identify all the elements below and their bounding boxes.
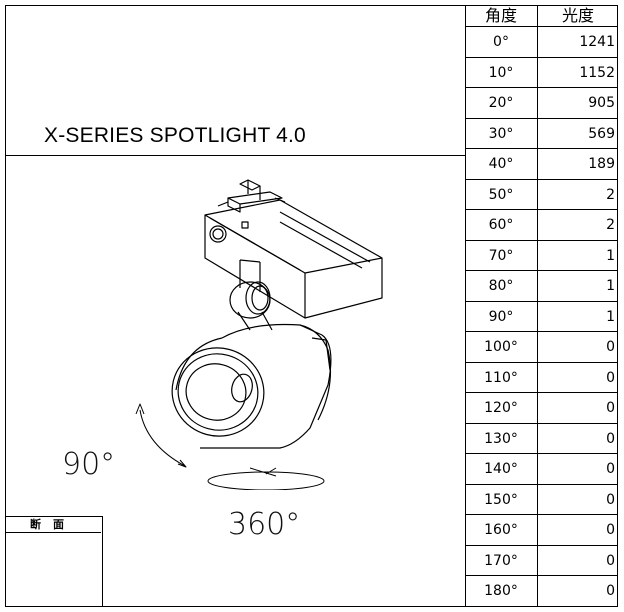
angle-cell: 150° — [484, 491, 518, 508]
adapter-knob — [209, 225, 227, 243]
intensity-cell: 1 — [537, 271, 618, 301]
table-row: 40° 189 — [466, 149, 618, 180]
intensity-cell: 0 — [537, 454, 618, 484]
tilt-label: 90° — [62, 447, 116, 482]
angle-cell: 70° — [488, 247, 514, 264]
intensity-cell: 0 — [537, 393, 618, 423]
table-row: 20° 905 — [466, 88, 618, 119]
table-row: 180° 0 — [466, 576, 618, 607]
header-angle: 角度 — [484, 6, 517, 25]
angle-cell: 170° — [484, 552, 518, 569]
intensity-cell: 0 — [537, 515, 618, 545]
lamp-body — [200, 323, 332, 449]
title-divider — [5, 155, 466, 156]
intensity-cell: 0 — [537, 423, 618, 454]
intensity-cell: 0 — [537, 545, 618, 576]
table-row: 110° 0 — [466, 362, 618, 394]
adapter-body — [204, 199, 383, 319]
table-row: 30° 569 — [466, 118, 618, 150]
intensity-cell: 1152 — [537, 57, 618, 88]
table-row: 0° 1241 — [466, 27, 618, 58]
table-header-row: 角度 光度 — [466, 5, 618, 27]
rotation-ellipse — [207, 471, 325, 490]
intensity-cell: 189 — [537, 149, 618, 179]
intensity-cell: 2 — [537, 210, 618, 240]
intensity-cell: 0 — [537, 484, 618, 515]
table-row: 70° 1 — [466, 240, 618, 272]
angle-cell: 20° — [488, 95, 514, 112]
table-row: 60° 2 — [466, 210, 618, 241]
section-box: 断面 — [5, 516, 103, 607]
angle-cell: 50° — [488, 186, 514, 203]
intensity-cell: 1 — [537, 301, 618, 332]
product-title: X-SERIES SPOTLIGHT 4.0 — [44, 124, 306, 147]
table-row: 100° 0 — [466, 332, 618, 363]
angle-cell: 10° — [488, 64, 514, 81]
drawing-sheet — [5, 5, 618, 607]
table-row: 50° 2 — [466, 179, 618, 211]
lens-ring-outer — [171, 347, 265, 437]
intensity-cell: 2 — [537, 179, 618, 210]
adapter-clip — [239, 179, 261, 191]
angle-cell: 60° — [488, 217, 514, 234]
intensity-cell: 0 — [537, 332, 618, 362]
spotlight-drawing — [135, 179, 383, 490]
angle-cell: 80° — [488, 278, 514, 295]
table-row: 160° 0 — [466, 515, 618, 546]
angle-cell: 110° — [484, 369, 518, 386]
table-row: 170° 0 — [466, 545, 618, 577]
intensity-cell: 0 — [537, 576, 618, 607]
angle-cell: 180° — [484, 583, 518, 600]
lens-ring-inner — [185, 363, 247, 421]
angle-cell: 140° — [484, 461, 518, 478]
table-row: 140° 0 — [466, 454, 618, 485]
table-row: 130° 0 — [466, 423, 618, 455]
angle-cell: 40° — [488, 156, 514, 173]
tilt-arrow — [139, 409, 186, 467]
header-light: 光度 — [537, 5, 618, 26]
table-row: 150° 0 — [466, 484, 618, 516]
section-label: 断面 — [5, 517, 101, 533]
intensity-cell: 1 — [537, 240, 618, 271]
intensity-cell: 905 — [537, 88, 618, 118]
angle-cell: 30° — [488, 125, 514, 142]
intensity-cell: 1241 — [537, 27, 618, 57]
intensity-cell: 569 — [537, 118, 618, 149]
angle-cell: 100° — [484, 339, 518, 356]
angle-cell: 90° — [488, 308, 514, 325]
intensity-cell: 0 — [537, 362, 618, 393]
angle-cell: 160° — [484, 522, 518, 539]
table-row: 120° 0 — [466, 393, 618, 424]
angle-cell: 120° — [484, 400, 518, 417]
table-row: 80° 1 — [466, 271, 618, 302]
angle-cell: 130° — [484, 430, 518, 447]
rotate-label: 360° — [228, 507, 301, 542]
table-row: 90° 1 — [466, 301, 618, 333]
table-row: 10° 1152 — [466, 57, 618, 89]
angle-cell: 0° — [493, 34, 509, 50]
